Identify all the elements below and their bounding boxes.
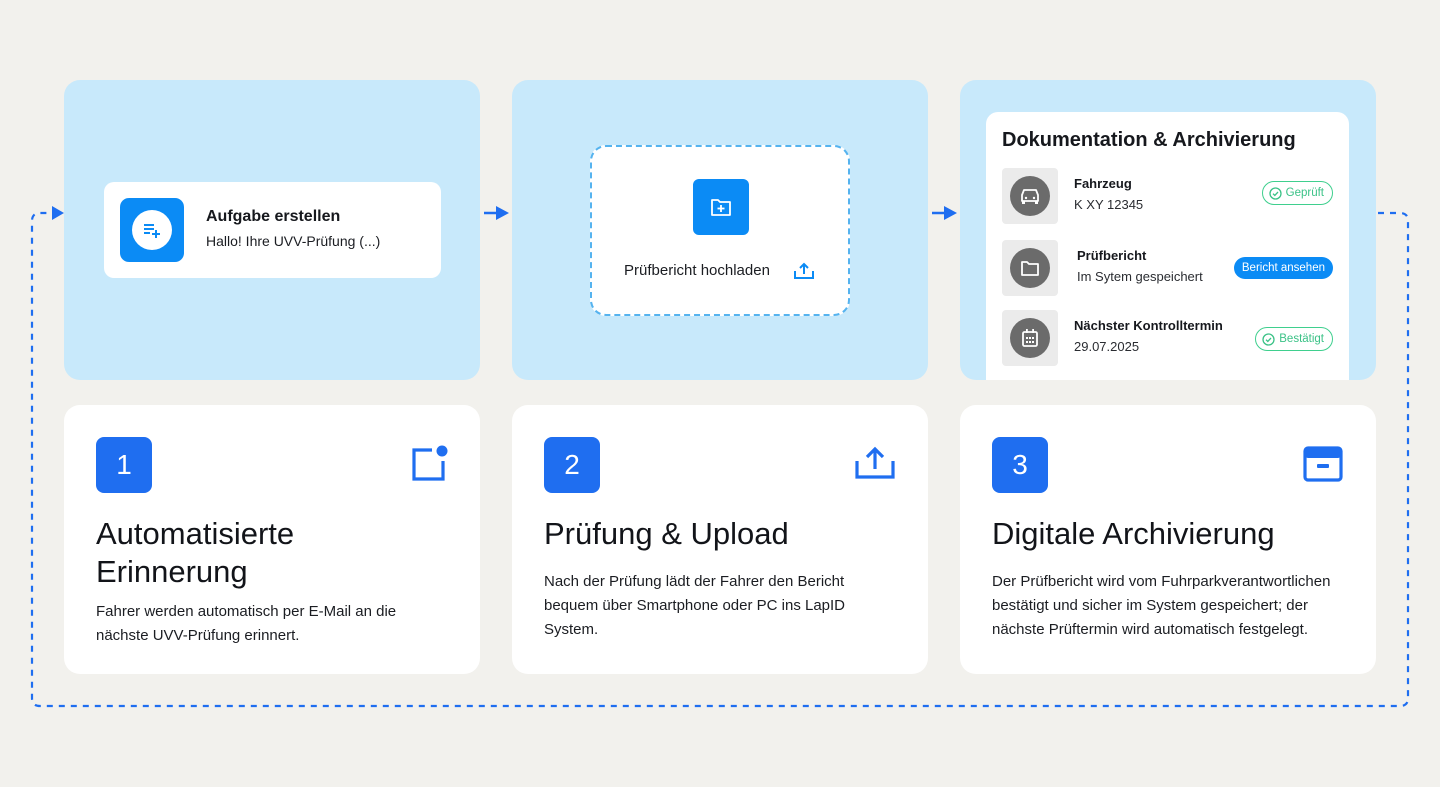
list-add-icon: [144, 224, 160, 238]
doc-row-vehicle: Fahrzeug K XY 12345 Geprüft: [1002, 168, 1333, 224]
step-card-2: 2 Prüfung & Upload Nach der Prüfung lädt…: [512, 405, 928, 674]
upload-icon[interactable]: [793, 261, 815, 281]
upload-label: Prüfbericht hochladen: [624, 262, 770, 279]
task-icon-tile: [120, 198, 184, 262]
view-report-button[interactable]: Bericht ansehen: [1233, 257, 1333, 279]
doc-row-report: Prüfbericht Im Sytem gespeichert Bericht…: [1002, 240, 1333, 296]
step-card-3: 3 Digitale Archivierung Der Prüfbericht …: [960, 405, 1376, 674]
arrow-head: [52, 206, 64, 220]
step-text: Fahrer werden automatisch per E-Mail an …: [96, 603, 397, 644]
task-subtitle: Hallo! Ihre UVV-Prüfung (...): [206, 233, 381, 249]
folder-icon: [1021, 261, 1039, 276]
panel-upload: Prüfbericht hochladen: [512, 80, 928, 380]
step-text: Der Prüfbericht wird vom Fuhrparkverantw…: [992, 573, 1331, 638]
check-circle-icon: [1262, 332, 1275, 346]
step-title: Prüfung & Upload: [544, 516, 789, 551]
step-text: Nach der Prüfung lädt der Fahrer den Ber…: [544, 573, 846, 638]
arrow-head: [944, 206, 957, 220]
upload-icon: [855, 446, 895, 479]
step-title: Automatisierte Erinnerung: [96, 516, 295, 589]
upload-dropzone[interactable]: Prüfbericht hochladen: [590, 145, 850, 316]
upload-icon-tile: [693, 179, 749, 235]
task-card[interactable]: Aufgabe erstellen Hallo! Ihre UVV-Prüfun…: [104, 182, 441, 278]
step-number: 2: [544, 437, 600, 493]
archive-icon: [1303, 446, 1343, 482]
status-badge-checked: Geprüft: [1261, 181, 1333, 205]
step-card-1: 1 Automatisierte Erinnerung Fahrer werde…: [64, 405, 480, 674]
status-badge-confirmed: Bestätigt: [1255, 327, 1333, 351]
task-title: Aufgabe erstellen: [206, 208, 341, 225]
arrow-head: [496, 206, 509, 220]
panel-documentation: Dokumentation & Archivierung Fahrzeug K …: [960, 80, 1376, 380]
documentation-card: Dokumentation & Archivierung Fahrzeug K …: [986, 112, 1349, 380]
documentation-title: Dokumentation & Archivierung: [1002, 129, 1296, 151]
calendar-icon: [1022, 329, 1038, 347]
step-title: Digitale Archivierung: [992, 516, 1275, 551]
folder-add-icon: [711, 199, 731, 216]
doc-row-next-date: Nächster Kontrolltermin 29.07.2025 Bestä…: [1002, 310, 1333, 366]
panel-reminder: Aufgabe erstellen Hallo! Ihre UVV-Prüfun…: [64, 80, 480, 380]
check-circle-icon: [1268, 186, 1282, 200]
step-number: 3: [992, 437, 1048, 493]
car-icon: [1021, 189, 1039, 204]
step-number: 1: [96, 437, 152, 493]
notification-icon: [412, 445, 448, 481]
